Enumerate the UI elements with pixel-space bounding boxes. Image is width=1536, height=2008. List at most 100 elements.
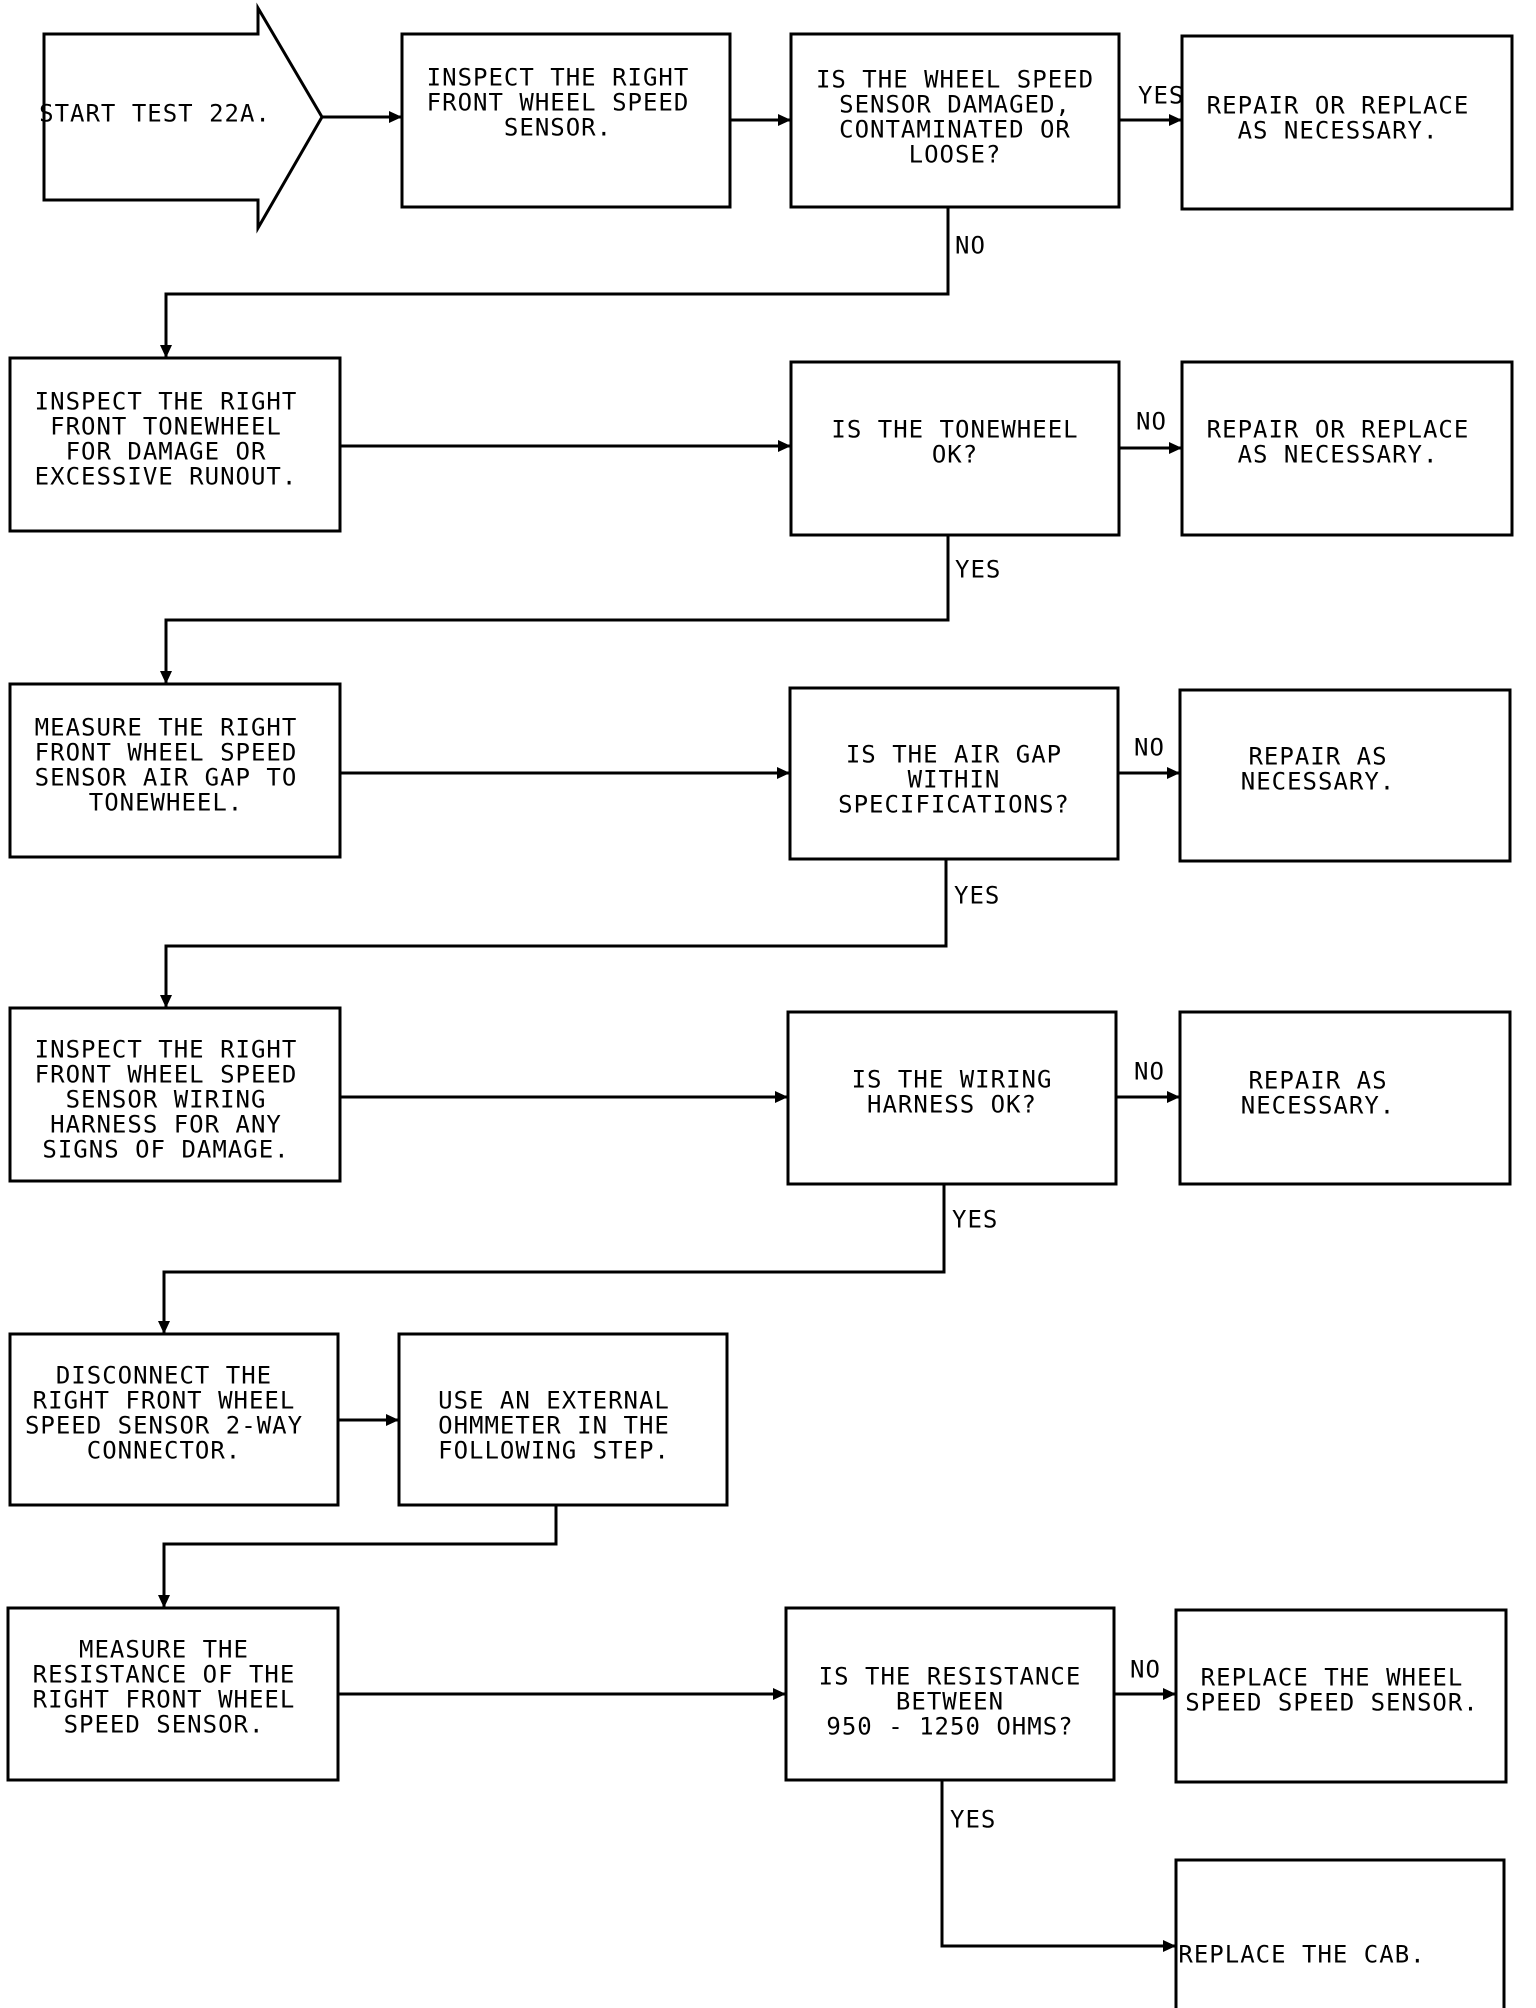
inspect-sensor-line: FRONT WHEEL SPEED	[427, 89, 690, 117]
q-resistance-line: IS THE RESISTANCE	[819, 1663, 1082, 1691]
repair-2-line: NECESSARY.	[1241, 1092, 1396, 1120]
start-to-inspect-sensor-arrowhead	[389, 111, 402, 123]
q-air-gap-line: WITHIN	[908, 766, 1001, 794]
q-sensor-damaged-line: CONTAMINATED OR	[839, 116, 1071, 144]
q-air-gap-no-label: NO	[1134, 734, 1165, 762]
q-air-gap-yes-line	[164, 859, 948, 1008]
ohmmeter-to-measure-resistance-arrowhead	[158, 1595, 170, 1608]
q-tonewheel-no-label: NO	[1136, 408, 1167, 436]
q-sensor-damaged-line: LOOSE?	[909, 141, 1002, 169]
inspect-tonewheel-line: EXCESSIVE RUNOUT.	[35, 463, 298, 491]
q-harness-yes-line	[162, 1184, 946, 1334]
inspect-tonewheel-line: FRONT TONEWHEEL	[50, 413, 282, 441]
inspect-harness-to-question-arrowhead	[775, 1091, 788, 1103]
q-tonewheel-yes-line	[164, 535, 950, 684]
inspect-harness-line: INSPECT THE RIGHT	[35, 1036, 298, 1064]
disconnect-line: DISCONNECT THE	[56, 1362, 272, 1390]
q-harness-no-label: NO	[1134, 1058, 1165, 1086]
q-tonewheel-yes-label: YES	[955, 556, 1001, 584]
q-tonewheel-ok-line: IS THE TONEWHEEL	[831, 416, 1078, 444]
disconnect-line: RIGHT FRONT WHEEL	[33, 1387, 296, 1415]
q-harness-yes-label: YES	[952, 1206, 998, 1234]
inspect-harness-line: SIGNS OF DAMAGE.	[42, 1136, 289, 1164]
q-resistance-line: BETWEEN	[896, 1688, 1004, 1716]
q-harness-ok-line: IS THE WIRING	[852, 1066, 1053, 1094]
use-ohmmeter-line: USE AN EXTERNAL	[438, 1387, 670, 1415]
inspect-harness-line: HARNESS FOR ANY	[50, 1111, 282, 1139]
replace-cab-line: REPLACE THE CAB.	[1178, 1941, 1425, 1969]
q-air-gap-yes-label: YES	[954, 882, 1000, 910]
measure-resistance-to-question-arrowhead	[773, 1688, 786, 1700]
measure-air-gap-line: SENSOR AIR GAP TO	[35, 764, 298, 792]
q-air-gap-no-line-arrowhead	[1167, 767, 1180, 779]
repair-1-line: REPAIR AS	[1248, 743, 1387, 771]
repair-replace-2-line: AS NECESSARY.	[1238, 441, 1439, 469]
q-sensor-yes-label: YES	[1138, 82, 1184, 110]
q-sensor-damaged-line: IS THE WHEEL SPEED	[816, 66, 1094, 94]
repair-replace-2-line: REPAIR OR REPLACE	[1207, 416, 1470, 444]
q-air-gap-yes-line-arrowhead	[160, 995, 172, 1008]
disconnect-to-ohmmeter-arrowhead	[386, 1414, 399, 1426]
q-resistance-yes-line	[940, 1780, 1176, 1948]
measure-resistance-line: SPEED SENSOR.	[64, 1711, 265, 1739]
q-resistance-no-line-arrowhead	[1163, 1688, 1176, 1700]
q-tonewheel-ok-line: OK?	[932, 441, 978, 469]
replace-sensor-line: SPEED SPEED SENSOR.	[1185, 1689, 1479, 1717]
q-resistance-no-label: NO	[1130, 1656, 1161, 1684]
measure-air-gap-line: TONEWHEEL.	[89, 789, 244, 817]
disconnect-line: SPEED SENSOR 2-WAY	[25, 1412, 303, 1440]
replace-sensor-line: REPLACE THE WHEEL	[1201, 1664, 1464, 1692]
inspect-sensor-line: INSPECT THE RIGHT	[427, 64, 690, 92]
q-air-gap-line: IS THE AIR GAP	[846, 741, 1062, 769]
inspect-tonewheel-to-question-arrowhead	[778, 440, 791, 452]
measure-resistance-line: MEASURE THE	[79, 1636, 249, 1664]
q-harness-ok-line: HARNESS OK?	[867, 1091, 1037, 1119]
measure-air-gap-line: MEASURE THE RIGHT	[35, 714, 298, 742]
q-resistance-yes-line-arrowhead	[1163, 1940, 1176, 1952]
q-sensor-no-line	[164, 207, 950, 358]
inspect-harness-line: SENSOR WIRING	[66, 1086, 267, 1114]
repair-2-line: REPAIR AS	[1248, 1067, 1387, 1095]
start-arrow: START TEST 22A.	[39, 2, 324, 234]
measure-air-gap-to-question-arrowhead	[777, 767, 790, 779]
q-sensor-yes-line-arrowhead	[1169, 114, 1182, 126]
q-tonewheel-no-line-arrowhead	[1169, 442, 1182, 454]
q-air-gap-line: SPECIFICATIONS?	[838, 791, 1070, 819]
measure-air-gap-line: FRONT WHEEL SPEED	[35, 739, 298, 767]
q-harness-yes-line-arrowhead	[158, 1321, 170, 1334]
inspect-tonewheel-line: INSPECT THE RIGHT	[35, 388, 298, 416]
q-resistance-yes-label: YES	[950, 1806, 996, 1834]
q-sensor-no-line-arrowhead	[160, 345, 172, 358]
use-ohmmeter-line: FOLLOWING STEP.	[438, 1437, 670, 1465]
connectors	[158, 111, 1182, 1952]
inspect-harness-line: FRONT WHEEL SPEED	[35, 1061, 298, 1089]
use-ohmmeter-line: OHMMETER IN THE	[438, 1412, 670, 1440]
q-sensor-damaged-line: SENSOR DAMAGED,	[839, 91, 1071, 119]
start-line: START TEST 22A.	[39, 100, 271, 128]
measure-resistance-line: RIGHT FRONT WHEEL	[33, 1686, 296, 1714]
disconnect-line: CONNECTOR.	[87, 1437, 242, 1465]
inspect-tonewheel-line: FOR DAMAGE OR	[66, 438, 267, 466]
ohmmeter-to-measure-resistance	[162, 1505, 558, 1608]
measure-resistance-line: RESISTANCE OF THE	[33, 1661, 296, 1689]
replace-cab-box: REPLACE THE CAB.	[1174, 1858, 1506, 2008]
q-sensor-no-label: NO	[955, 232, 986, 260]
repair-replace-1-line: REPAIR OR REPLACE	[1207, 92, 1470, 120]
repair-1-line: NECESSARY.	[1241, 768, 1396, 796]
q-resistance-line: 950 - 1250 OHMS?	[826, 1713, 1073, 1741]
